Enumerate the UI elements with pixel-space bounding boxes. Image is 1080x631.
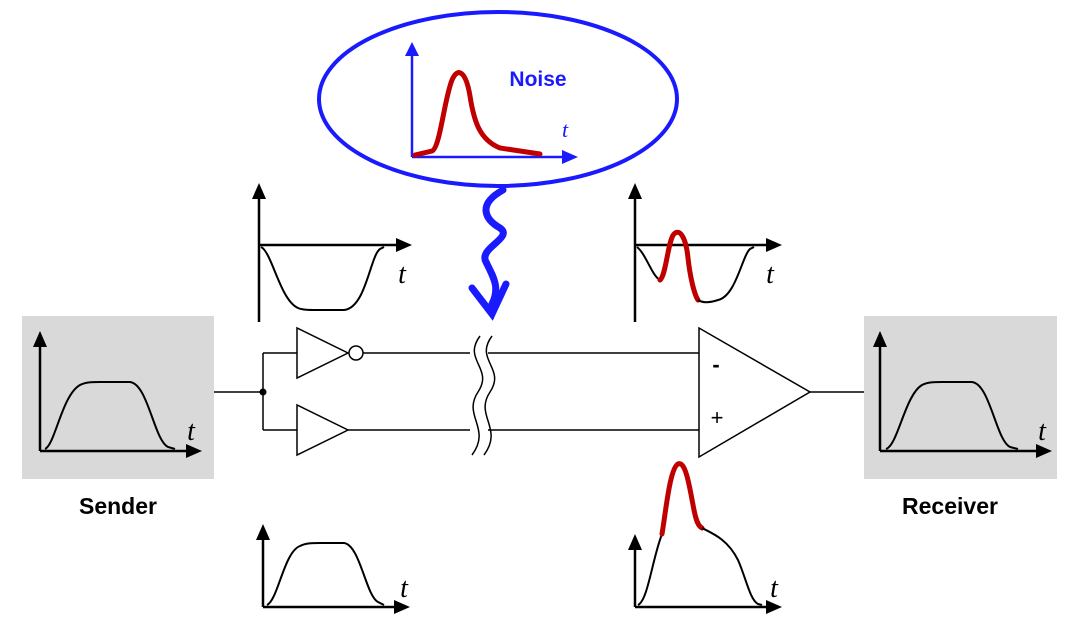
inv-y-arrow (252, 183, 266, 199)
receiver-block: t Receiver (864, 316, 1057, 519)
differential-receiver: - + (698, 326, 864, 459)
noninvn-y-arrow (628, 534, 642, 550)
noise-x-arrow (562, 150, 578, 164)
noninverted-waveform-plot: t (256, 524, 410, 614)
noninverting-driver (296, 403, 350, 457)
noise-coupling-arrow (481, 186, 507, 308)
sender-block: t Sender (22, 316, 214, 519)
sender-waveform (44, 381, 176, 450)
inverted-noisy-waveform-plot: t (628, 183, 782, 322)
line-break-left (471, 335, 484, 456)
transmission-lines (348, 335, 699, 456)
invn-y-arrow (628, 183, 642, 199)
inv-t-label: t (398, 259, 407, 290)
noninvn-noise-segment (659, 461, 705, 537)
sender-y-arrow (33, 331, 47, 347)
sender-box (22, 316, 214, 479)
inverter-bubble (348, 345, 364, 361)
receiver-waveform (885, 381, 1019, 450)
receiver-y-arrow (873, 331, 887, 347)
noise-pulse-curve (412, 70, 543, 158)
inv-waveform (260, 246, 385, 311)
sender-label: Sender (79, 493, 157, 519)
plus-input-label: + (711, 405, 724, 430)
noninvn-t-label: t (770, 573, 779, 604)
noise-label: Noise (509, 68, 566, 91)
noninvn-waveform-start (637, 533, 663, 606)
invn-waveform-start (636, 246, 661, 281)
inverting-driver (296, 326, 350, 380)
noise-ellipse (317, 10, 679, 188)
minus-input-label: - (712, 352, 719, 377)
noninverted-noisy-waveform-plot: t (628, 461, 782, 614)
line-break-right (483, 335, 496, 456)
receiver-box (864, 316, 1057, 479)
inv-x-arrow (396, 238, 412, 252)
invn-noise-segment (657, 229, 701, 303)
line-break-gap (470, 336, 488, 456)
invn-waveform-end (697, 246, 755, 304)
noninv-y-arrow (256, 524, 270, 540)
inverted-waveform-plot: t (252, 183, 412, 322)
noninvn-waveform-end (701, 527, 763, 606)
noninv-t-label: t (400, 573, 409, 604)
receiver-label: Receiver (902, 493, 998, 519)
driver-wiring (214, 326, 364, 457)
noise-coupling-arrowhead (468, 280, 510, 321)
receiver-x-arrow (1036, 444, 1052, 458)
noninv-waveform (266, 542, 385, 606)
noninvn-x-arrow (766, 600, 782, 614)
sender-x-arrow (186, 444, 202, 458)
noninv-x-arrow (394, 600, 410, 614)
receiver-t-label: t (1038, 416, 1047, 447)
noise-y-arrow (405, 42, 419, 56)
receiver-amplifier (698, 326, 812, 459)
sender-t-label: t (187, 416, 196, 447)
invn-t-label: t (766, 259, 775, 290)
noise-source: Noise t (317, 10, 679, 188)
invn-x-arrow (766, 238, 782, 252)
noise-t-label: t (562, 117, 569, 142)
